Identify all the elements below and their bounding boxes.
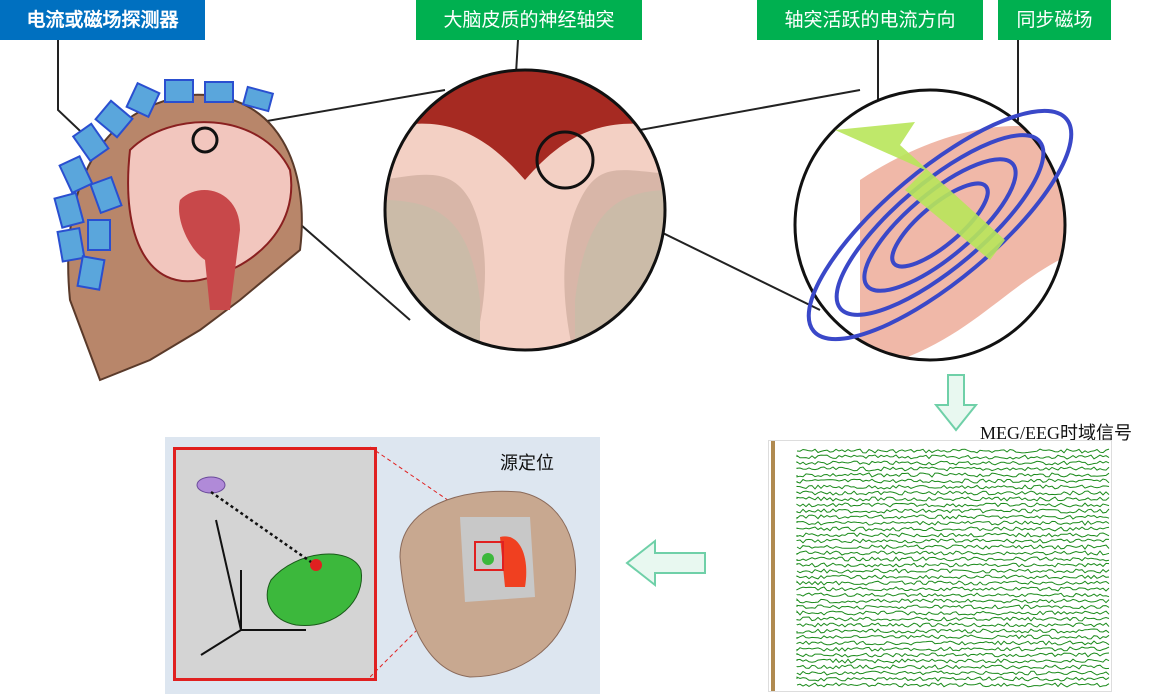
eeg-signal-panel — [768, 440, 1112, 692]
field-rings — [806, 108, 1074, 342]
eeg-trace — [796, 580, 1110, 586]
eeg-trace — [796, 520, 1110, 526]
axes — [200, 519, 306, 656]
source-zoom-box — [173, 447, 377, 681]
sensor-icon — [196, 476, 226, 494]
eeg-trace — [796, 598, 1110, 604]
eeg-trace — [796, 454, 1110, 460]
eeg-trace — [796, 490, 1110, 496]
eeg-trace — [796, 466, 1110, 472]
eeg-trace — [796, 526, 1110, 532]
eeg-trace — [796, 544, 1110, 550]
signal-label: MEG/EEG时域信号 — [980, 423, 1132, 443]
eeg-trace — [796, 682, 1110, 688]
eeg-trace — [796, 460, 1110, 466]
eeg-trace — [796, 610, 1110, 616]
eeg-trace — [796, 574, 1110, 580]
eeg-trace — [796, 478, 1110, 484]
eeg-trace — [796, 640, 1110, 646]
eeg-trace — [796, 670, 1110, 676]
eeg-trace — [796, 628, 1110, 634]
sync-field-label: 同步磁场 — [998, 0, 1111, 40]
down-arrow-icon — [933, 374, 979, 432]
detector-label: 电流或磁场探测器 — [0, 0, 205, 40]
eeg-trace — [796, 604, 1110, 610]
eeg-trace — [796, 562, 1110, 568]
eeg-trace — [796, 586, 1110, 592]
current-arrow-icon — [835, 122, 1005, 260]
eeg-trace — [796, 634, 1110, 640]
eeg-trace — [796, 448, 1110, 454]
eeg-trace — [796, 514, 1110, 520]
eeg-trace — [796, 550, 1110, 556]
source-dot — [310, 559, 322, 571]
eeg-trace — [796, 556, 1110, 562]
eeg-trace — [796, 502, 1110, 508]
source-label: 源定位 — [500, 453, 554, 474]
left-arrow-icon — [625, 538, 706, 588]
eeg-trace — [796, 484, 1110, 490]
head-model — [370, 446, 577, 678]
eeg-trace — [796, 472, 1110, 478]
eeg-trace — [796, 658, 1110, 664]
current-direction-label: 轴突活跃的电流方向 — [757, 0, 983, 40]
eeg-trace — [796, 622, 1110, 628]
eeg-trace — [796, 538, 1110, 544]
eeg-trace — [796, 496, 1110, 502]
sensor-array — [53, 79, 275, 291]
dipole-diagram — [196, 476, 363, 656]
eeg-trace — [796, 652, 1110, 658]
channel-bar — [771, 441, 775, 691]
eeg-traces — [796, 448, 1110, 688]
eeg-trace — [796, 532, 1110, 538]
magnetic-field-circle — [793, 88, 1074, 362]
eeg-trace — [796, 508, 1110, 514]
eeg-trace — [796, 616, 1110, 622]
eeg-trace — [796, 646, 1110, 652]
eeg-trace — [796, 592, 1110, 598]
cortex-axons-label: 大脑皮质的神经轴突 — [416, 0, 642, 40]
eeg-trace — [796, 676, 1110, 682]
cortex-mesh — [266, 553, 363, 627]
cortex-zoom-circle — [383, 68, 667, 352]
head-helmet-illustration — [53, 79, 303, 382]
eeg-trace — [796, 568, 1110, 574]
source-localization-panel: 源定位 — [165, 437, 600, 694]
eeg-trace — [796, 664, 1110, 670]
